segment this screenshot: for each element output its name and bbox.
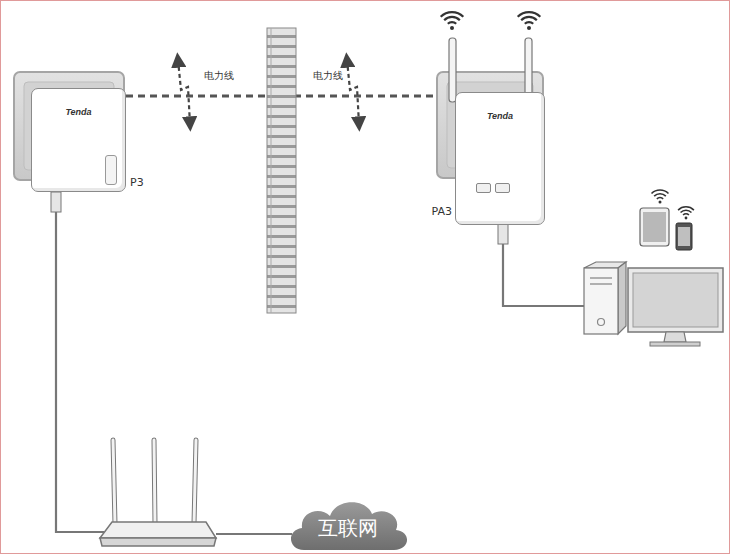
signal-bolt bbox=[178, 60, 359, 124]
device-name: P3 bbox=[130, 176, 144, 189]
wifi-symbol bbox=[652, 190, 669, 203]
ethernet-cable bbox=[498, 224, 586, 306]
cloud-shape: 互联网 bbox=[284, 494, 412, 552]
router bbox=[100, 440, 216, 546]
device-box: TendaP3 bbox=[31, 88, 126, 192]
wifi-symbol bbox=[518, 12, 541, 30]
device-box: TendaPA3 bbox=[455, 92, 545, 225]
led-panel bbox=[105, 155, 117, 185]
button bbox=[476, 183, 491, 193]
ethernet-cable bbox=[51, 192, 104, 532]
wall bbox=[267, 28, 296, 313]
cloud-label: 互联网 bbox=[318, 515, 378, 542]
wifi-symbol bbox=[441, 12, 464, 30]
computer bbox=[584, 262, 723, 346]
cable-label: 电力线 bbox=[312, 69, 344, 83]
brand-logo: Tenda bbox=[456, 111, 544, 121]
cable-label: 电力线 bbox=[203, 69, 235, 83]
brand-logo: Tenda bbox=[32, 107, 125, 117]
ethernet-cable bbox=[216, 533, 292, 535]
device-name: PA3 bbox=[432, 205, 452, 218]
wifi-symbol bbox=[678, 207, 694, 220]
button bbox=[495, 183, 510, 193]
